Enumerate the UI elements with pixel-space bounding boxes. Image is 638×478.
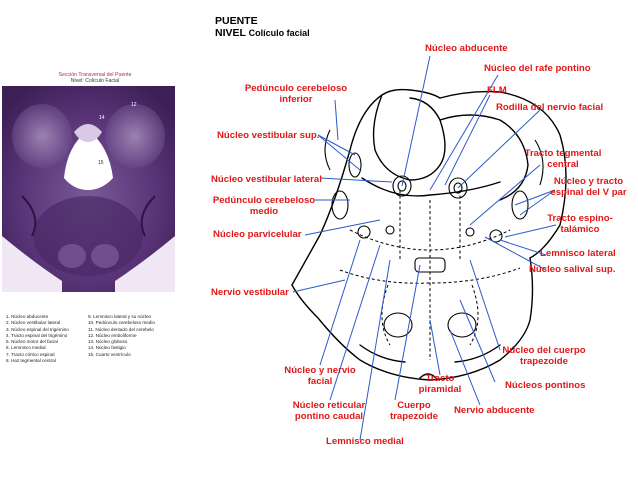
label-line: trapezoide: [520, 356, 568, 367]
diagram-title: PUENTE NIVEL Colículo facial: [215, 15, 310, 39]
label-line: pontino caudal: [294, 411, 364, 422]
label-line: Núcleo reticular: [292, 400, 366, 411]
label-line: Tracto: [425, 373, 455, 384]
label-nucleo-parvicelular: Núcleo parvicelular: [213, 229, 302, 240]
label-tracto-tegmental-central: Tracto tegmental central: [518, 148, 608, 170]
pons-internal-dashed: [339, 190, 521, 360]
fourth-ventricle-shape: [64, 130, 113, 190]
legend-item: 2. Núcleo vestibular lateral: [6, 320, 61, 326]
legend-item: 14. Núcleo fastigio: [88, 345, 126, 351]
label-nucleo-cuerpo-trapezoide: Núcleo del cuerpo trapezoide: [498, 345, 590, 367]
label-line: Pedúnculo cerebeloso: [212, 195, 316, 206]
pons-nuclei: [324, 129, 544, 338]
label-line: Tracto espino-: [547, 213, 613, 224]
label-cuerpo-trapezoide: Cuerpo trapezoide: [382, 400, 446, 422]
legend-item: 9. Lemnisco lateral y su núcleo: [88, 314, 152, 319]
title-level-prefix: NIVEL: [215, 27, 246, 39]
label-rodilla-nervio-facial: Rodilla del nervio facial: [496, 102, 604, 113]
legend-item: 4. Tracto espinal del trigémino: [6, 332, 68, 338]
label-line: talámico: [560, 224, 600, 235]
legend-item: 10. Pedúnculo cerebeloso medio: [88, 320, 155, 326]
title-line-1: PUENTE: [215, 15, 258, 27]
label-line: medio: [249, 206, 279, 217]
legend-item: 7. Tracto córtico espinal: [6, 351, 55, 357]
pons-outline: [291, 88, 567, 381]
legend-item: 11. Núcleo dentado del cerebelo: [88, 326, 154, 332]
label-nucleo-vestibular-lateral: Núcleo vestibular lateral: [211, 174, 322, 185]
histology-caption-line-2: Nivel: Colículo Facial: [70, 78, 120, 84]
histology-number-15: 15: [98, 160, 104, 166]
label-line: Pedúnculo cerebeloso: [244, 83, 348, 94]
label-nucleos-pontinos: Núcleos pontinos: [505, 380, 586, 391]
histology-legend-right: 9. Lemnisco lateral y su núcleo 10. Pedú…: [88, 314, 183, 358]
legend-item: 3. Núcleo espinal del trigémino: [6, 326, 69, 332]
legend-item: 13. Núcleo globoso: [88, 339, 128, 345]
label-nucleo-rafe-pontino: Núcleo del rafe pontino: [484, 63, 591, 74]
label-nervio-vestibular: Nervio vestibular: [211, 287, 289, 298]
label-nucleo-salival-sup: Núcleo salival sup.: [529, 264, 616, 275]
histology-number-12: 12: [131, 102, 137, 108]
legend-item: 15. Cuarto ventrículo: [88, 351, 131, 357]
label-line: trapezoide: [390, 411, 438, 422]
legend-item: 1. Núcleo abducente: [6, 314, 49, 319]
label-nucleo-tracto-espinal-v: Núcleo y tracto espinal del V par: [540, 176, 637, 198]
label-nucleo-abducente: Núcleo abducente: [425, 43, 508, 54]
label-tracto-piramidal: Tracto piramidal: [410, 373, 470, 395]
label-nucleo-vestibular-sup: Núcleo vestibular sup.: [217, 130, 320, 141]
label-pedunculo-cerebeloso-medio: Pedúnculo cerebeloso medio: [212, 195, 316, 217]
histology-section-drawing: 14 12 15: [2, 86, 175, 292]
label-tracto-espino-talamico: Tracto espino- talámico: [540, 213, 620, 235]
histology-number-14: 14: [99, 115, 105, 121]
label-line: Núcleo y nervio: [284, 365, 356, 376]
label-line: Tracto tegmental: [524, 148, 602, 159]
label-line: facial: [307, 376, 333, 387]
legend-item: 5. Núcleo motor del facial: [6, 339, 58, 345]
legend-item: 12. Núcleo emboliforme: [88, 332, 137, 338]
histology-caption-line-1: Sección Transversal del Puente: [58, 72, 132, 78]
label-nervio-abducente: Nervio abducente: [454, 405, 535, 416]
label-pedunculo-cerebeloso-inferior: Pedúnculo cerebeloso inferior: [232, 83, 360, 105]
histology-legend-left: 1. Núcleo abducente 2. Núcleo vestibular…: [6, 314, 96, 364]
title-line-2: NIVEL Colículo facial: [215, 27, 310, 39]
histology-caption: Sección Transversal del Puente Nivel: Co…: [10, 72, 180, 84]
label-line: piramidal: [418, 384, 462, 395]
legend-item: 6. Lemnisco medial: [6, 345, 46, 351]
label-nucleo-reticular-pontino-caudal: Núcleo reticular pontino caudal: [284, 400, 374, 422]
label-line: central: [547, 159, 579, 170]
leader-lines: [292, 55, 557, 441]
label-flm: FLM: [487, 85, 507, 96]
label-line: Cuerpo: [397, 400, 431, 411]
title-level-name: Colículo facial: [248, 28, 310, 38]
legend-item: 8. Haz tegmental central: [6, 358, 56, 364]
label-nucleo-nervio-facial: Núcleo y nervio facial: [280, 365, 360, 387]
label-line: Núcleo del cuerpo: [502, 345, 586, 356]
label-line: espinal del V par: [550, 187, 627, 198]
label-lemnisco-lateral: Lemnisco lateral: [540, 248, 616, 259]
histology-section-image: 14 12 15: [2, 86, 175, 292]
label-line: inferior: [279, 94, 313, 105]
label-line: Núcleo y tracto: [553, 176, 624, 187]
label-lemnisco-medial: Lemnisco medial: [326, 436, 404, 447]
